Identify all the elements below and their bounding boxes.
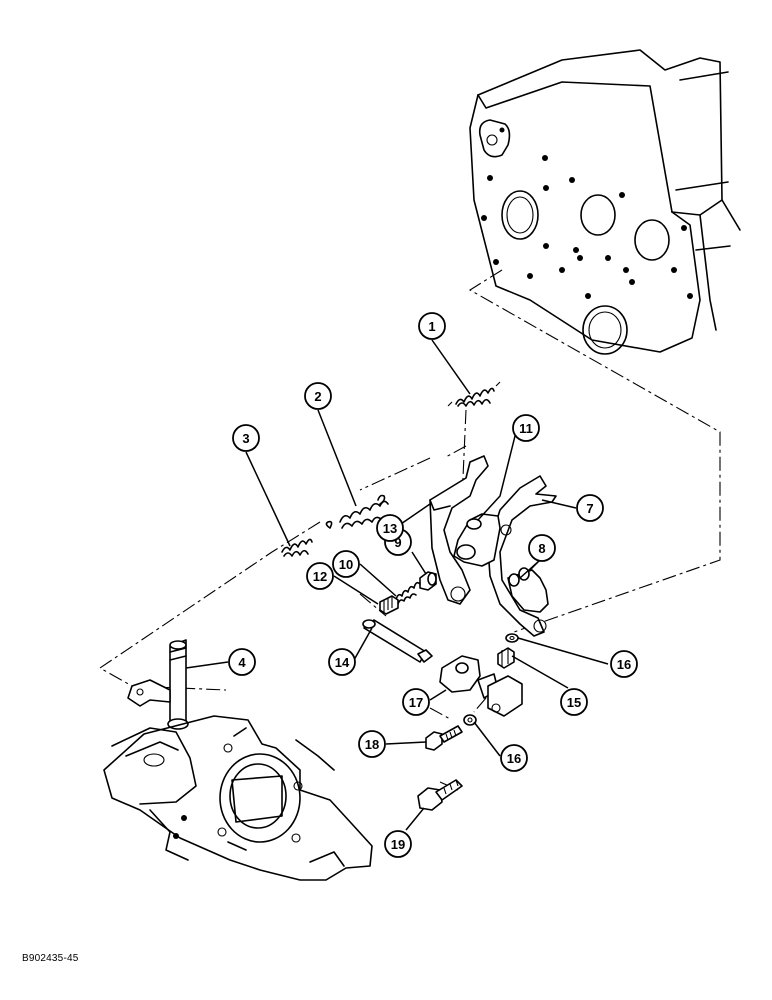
callout-11: 11 xyxy=(512,414,540,442)
callout-label-4: 4 xyxy=(238,655,246,670)
callout-14: 14 xyxy=(328,648,356,676)
callout-label-7: 7 xyxy=(586,501,593,516)
engine-block-housing xyxy=(469,49,741,355)
part-12-plug xyxy=(379,595,399,615)
callout-label-2: 2 xyxy=(314,389,321,404)
part-15-screw xyxy=(497,647,515,669)
callout-label-17: 17 xyxy=(409,695,423,710)
part-10-spring xyxy=(395,581,421,605)
part-2-extension-spring xyxy=(325,494,389,529)
part-4-shaft-lever xyxy=(127,639,189,730)
callout-16-lower: 16 xyxy=(500,744,528,772)
callout-17: 17 xyxy=(402,688,430,716)
callout-label-11: 11 xyxy=(519,421,533,436)
part-14-pin xyxy=(362,619,433,663)
callout-7: 7 xyxy=(576,494,604,522)
callout-label-13: 13 xyxy=(383,521,397,536)
callout-2: 2 xyxy=(304,382,332,410)
callout-8: 8 xyxy=(528,534,556,562)
part-3-small-spring xyxy=(281,538,313,557)
callout-13: 13 xyxy=(376,514,404,542)
part-1-small-spring xyxy=(447,381,501,407)
callout-1: 1 xyxy=(418,312,446,340)
part-9-plunger xyxy=(419,571,437,591)
callout-label-9: 9 xyxy=(394,535,401,550)
callout-label-18: 18 xyxy=(365,737,379,752)
part-16-washer-lower xyxy=(463,714,477,726)
callout-leaders xyxy=(185,339,609,831)
lower-housing xyxy=(103,715,373,881)
part-16-washer-upper xyxy=(505,633,519,643)
part-18-bolt xyxy=(425,725,463,751)
part-7-governor-bracket xyxy=(487,475,557,637)
part-11-stop-lever xyxy=(453,513,501,567)
callout-label-15: 15 xyxy=(567,695,581,710)
callout-label-16-upper: 16 xyxy=(617,657,631,672)
callout-label-1: 1 xyxy=(428,319,435,334)
callout-16-upper: 16 xyxy=(610,650,638,678)
callout-label-16-lower: 16 xyxy=(507,751,521,766)
callout-12: 12 xyxy=(306,562,334,590)
part-13-lever-arm xyxy=(429,455,489,605)
callout-label-12: 12 xyxy=(313,569,327,584)
callout-10: 10 xyxy=(332,550,360,578)
callout-label-10: 10 xyxy=(339,557,353,572)
callout-label-8: 8 xyxy=(538,541,545,556)
callout-label-19: 19 xyxy=(391,837,405,852)
callout-label-14: 14 xyxy=(335,655,350,670)
callout-3: 3 xyxy=(232,424,260,452)
reference-code: B902435-45 xyxy=(22,953,79,964)
callout-15: 15 xyxy=(560,688,588,716)
callout-4: 4 xyxy=(228,648,256,676)
callout-19: 19 xyxy=(384,830,412,858)
callout-label-3: 3 xyxy=(242,431,249,446)
callout-18: 18 xyxy=(358,730,386,758)
part-19-bolt xyxy=(417,779,463,811)
part-17-linkage-block xyxy=(439,655,523,717)
